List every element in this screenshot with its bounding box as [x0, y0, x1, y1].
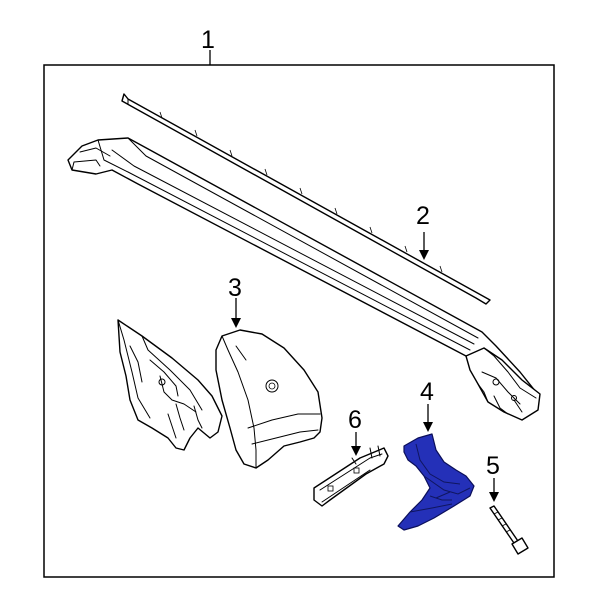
callout-1[interactable]: 1: [201, 26, 215, 54]
bracket-plate[interactable]: [313, 445, 389, 507]
rail-end-cover[interactable]: [215, 329, 323, 469]
callout-6[interactable]: 6: [348, 406, 362, 434]
callout-2-arrow: [419, 250, 429, 260]
bolt[interactable]: [489, 505, 529, 555]
callout-4-arrow: [423, 422, 433, 432]
callout-4[interactable]: 4: [420, 378, 434, 406]
callout-3[interactable]: 3: [228, 274, 242, 302]
callout-5[interactable]: 5: [486, 452, 500, 480]
assembly-frame: [43, 64, 555, 578]
front-rail-foot[interactable]: [117, 319, 223, 451]
callout-2[interactable]: 2: [416, 202, 430, 230]
callout-3-arrow: [231, 318, 241, 328]
callout-6-arrow: [351, 446, 361, 456]
callout-5-arrow: [489, 492, 499, 502]
roof-rail-strip[interactable]: [121, 93, 491, 305]
roof-rail[interactable]: [67, 137, 541, 421]
highlighted-bracket[interactable]: [397, 433, 475, 531]
